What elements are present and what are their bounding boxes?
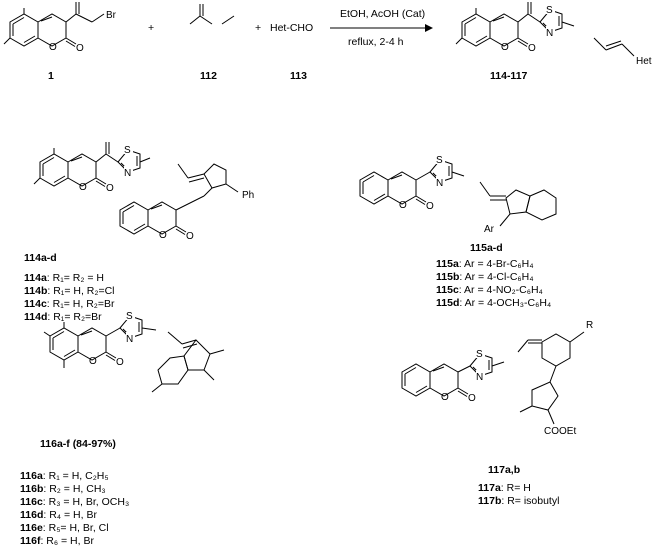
entry-code: 116b [20,483,44,495]
conditions-line-1: EtOH, AcOH (Cat) [340,8,426,20]
list-item: 115c: Ar = 4-NO₂-C₆H₄ [436,284,551,297]
entry-text: : R₅= H, Br, Cl [42,522,109,534]
reagent-113-formula: Het-CHO [270,22,314,34]
product-structure [455,2,635,57]
series-115-list: 115a: Ar = 4-Br-C₆H₄ 115b: Ar = 4-Cl-C₆H… [436,258,551,310]
atom-cooet: COOEt [544,426,576,437]
entry-code: 114a [24,272,47,284]
entry-text: : R= isobutyl [501,495,560,507]
list-item: 116d: R₄ = H, Br [20,509,129,522]
series-114-title: 114a-d [24,252,57,264]
entry-code: 117a [478,482,501,494]
entry-text: : Ar = 4-Br-C₆H₄ [458,258,534,270]
plus-sign-1: + [148,22,155,34]
series-114-list: 114a: R₁= R₂ = H 114b: R₁= H, R₂=Cl 114c… [24,272,115,324]
list-item: 116e: R₅= H, Br, Cl [20,522,129,535]
entry-code: 114c [24,298,47,310]
atom-het: Het [636,56,652,67]
entry-code: 115b [436,271,460,283]
atom-ph: Ph [242,190,254,201]
entry-text: : R₂ = H, CH₃ [43,483,106,495]
list-item: 115a: Ar = 4-Br-C₆H₄ [436,258,551,271]
reagent-112-structure [189,4,235,25]
entry-text: : R₁= H, R₂=Cl [47,285,115,297]
series-117-list: 117a: R= H 117b: R= isobutyl [478,482,559,508]
reactant-1-structure [3,2,105,55]
entry-code: 116a [20,470,43,482]
compound-114-structure [33,142,239,243]
series-115-title: 115a-d [470,242,503,254]
entry-code: 116d [20,509,44,521]
entry-code: 115d [436,297,460,309]
list-item: 114a: R₁= R₂ = H [24,272,115,285]
entry-code: 114d [24,311,48,323]
conditions-line-2: reflux, 2-4 h [348,36,404,48]
compound-117-structure [401,331,585,425]
entry-text: : Ar = 4-NO₂-C₆H₄ [458,284,543,296]
entry-text: : R₁ = H, C₂H₅ [42,470,109,482]
atom-ar: Ar [484,224,495,235]
entry-code: 116e [20,522,43,534]
list-item: 117b: R= isobutyl [478,495,559,508]
entry-code: 116f [20,535,41,547]
list-item: 116b: R₂ = H, CH₃ [20,483,129,496]
plus-sign-2: + [255,22,262,34]
list-item: 115b: Ar = 4-Cl-C₆H₄ [436,271,551,284]
entry-text: : R₁= R₂ = H [46,272,104,284]
list-item: 116f: R₆ = H, Br [20,535,129,548]
list-item: 116a: R₁ = H, C₂H₅ [20,470,129,483]
atom-br: Br [106,10,117,21]
reactant-1-label: 1 [48,70,54,82]
list-item: 114b: R₁= H, R₂=Cl [24,285,115,298]
entry-text: : R₄ = H, Br [43,509,97,521]
reagent-113-label: 113 [290,70,307,82]
entry-text: : R₁= H, R₂=Br [46,298,115,310]
entry-code: 116c [20,496,43,508]
entry-code: 117b [478,495,502,507]
product-label: 114-117 [490,70,528,82]
entry-text: : R₆ = H, Br [40,535,94,547]
entry-code: 115c [436,284,459,296]
reagent-112-label: 112 [200,70,217,82]
entry-text: : R= H [500,482,531,494]
series-116-list: 116a: R₁ = H, C₂H₅ 116b: R₂ = H, CH₃ 116… [20,470,129,548]
entry-text: : Ar = 4-Cl-C₆H₄ [459,271,534,283]
entry-code: 115a [436,258,459,270]
list-item: 117a: R= H [478,482,559,495]
list-item: 114d: R₁= R₂=Br [24,311,115,324]
series-116-title: 116a-f (84-97%) [40,438,116,450]
entry-text: : Ar = 4-OCH₃-C₆H₄ [459,297,552,309]
entry-text: : R₃ = H, Br, OCH₃ [42,496,130,508]
list-item: 116c: R₃ = H, Br, OCH₃ [20,496,129,509]
series-117-title: 117a,b [488,464,521,476]
list-item: 114c: R₁= H, R₂=Br [24,298,115,311]
entry-text: : R₁= R₂=Br [47,311,102,323]
compound-115-structure [359,152,557,227]
list-item: 115d: Ar = 4-OCH₃-C₆H₄ [436,297,551,310]
entry-code: 114b [24,285,48,297]
compound-116-structure [43,308,225,393]
atom-r-ether: R [586,320,593,331]
